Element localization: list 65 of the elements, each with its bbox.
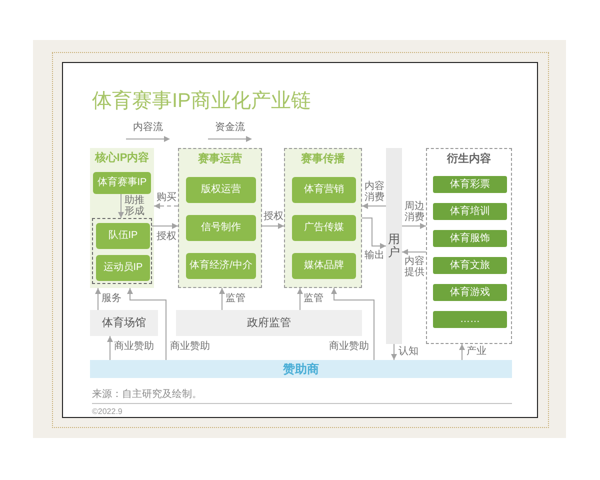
edge-label: 内容提供 [404,256,425,278]
edge-label: 监管 [225,293,246,304]
edge-label: 服务 [101,293,122,304]
panel-heading: 赛事传播 [301,152,345,166]
edge-label: 商业赞助 [113,341,155,352]
panel-heading: 赛事运营 [198,152,242,166]
legend-label: 内容流 [133,122,163,134]
edge-label: 内容消费 [364,181,385,203]
item-box: 体育游戏 [433,284,507,301]
edge-label: 产业 [466,346,487,357]
stage-panel [284,148,362,288]
item-box: 体育服饰 [433,230,507,247]
dashed-frame [92,218,152,284]
item-box: 运动员IP [96,255,150,281]
item-box: 队伍IP [96,223,150,249]
arrow [402,249,426,255]
arrow [118,194,124,218]
item-box: …… [433,311,507,328]
arrow [262,223,284,229]
edge-label: 授权 [263,211,284,222]
arrow [107,336,113,360]
stage-panel [178,148,262,288]
edge-label: 助推形成 [124,195,145,217]
arrow [459,344,465,360]
item-box: 媒体品牌 [292,253,356,279]
panel-heading: 衍生内容 [447,152,491,166]
item-box: 体育赛事IP [93,172,151,194]
edge-label: 商业赞助 [328,341,370,352]
arrow [331,288,374,360]
source-note: 来源：自主研究及绘制。 [92,389,202,401]
legend-label: 资金流 [215,122,245,134]
category-box: 政府监管 [176,310,362,336]
arrow [219,288,225,310]
item-box: 版权运营 [186,177,256,203]
arrow [402,223,426,229]
title: 体育赛事IP商业化产业链 [92,89,311,114]
dashed-arrow [154,203,178,209]
category-box: 体育场馆 [90,310,158,336]
item-box: 广告传媒 [292,215,356,241]
edge-label: 授权 [156,231,177,242]
copyright-note: ©2022.9 [92,406,122,418]
arrow [362,203,386,209]
arrow [297,288,303,310]
edge-label: 监管 [303,293,324,304]
arrow [391,344,397,360]
arrow [95,288,101,310]
edge-label: 商业赞助 [169,341,211,352]
sponsor-band: 赞助商 [90,360,512,378]
arrow [362,218,386,249]
stage-panel [426,148,512,344]
stage-panel [90,148,154,288]
item-box: 体育经济/中介 [186,253,256,279]
item-box: 体育培训 [433,203,507,220]
item-box: 体育彩票 [433,176,507,193]
edge-label: 周边消费 [404,201,425,223]
edge-label: 输出 [364,250,385,261]
edge-label: 购买 [156,192,177,203]
user-bar: 用户 [386,148,402,344]
item-box: 信号制作 [186,215,256,241]
item-box: 体育营销 [292,177,356,203]
arrow [127,288,166,360]
edge-label: 认知 [398,346,419,357]
item-box: 体育文旅 [433,257,507,274]
panel-heading: 核心IP内容 [94,151,150,165]
arrow [152,223,178,229]
